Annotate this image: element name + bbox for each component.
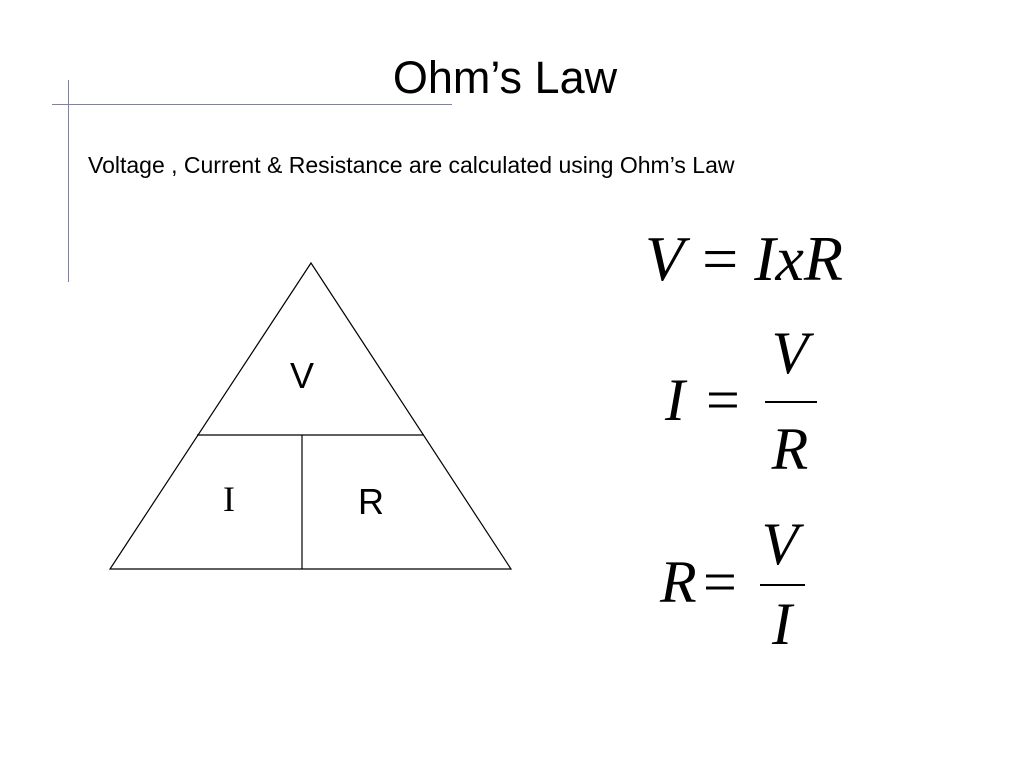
formula-current-denominator: R	[771, 416, 809, 482]
decorative-vertical-line	[68, 80, 69, 282]
formula-current-numerator: V	[771, 320, 809, 386]
formula-resistance-denominator: I	[772, 591, 792, 657]
formula-resistance-numerator: V	[761, 511, 799, 577]
formula-current-fraction-bar	[765, 401, 817, 403]
slide-title: Ohm’s Law	[392, 52, 618, 103]
triangle-outline	[108, 261, 513, 570]
decorative-horizontal-line	[52, 104, 452, 105]
formula-voltage-lhs: V	[645, 223, 685, 294]
formula-current-equals: =	[706, 367, 740, 433]
formula-voltage-rhs: IxR	[754, 223, 843, 294]
formula-voltage: V=IxR	[645, 224, 843, 294]
triangle-label-voltage: V	[290, 355, 314, 396]
triangle-label-current: I	[223, 479, 235, 519]
formula-voltage-equals: =	[702, 223, 739, 294]
triangle-label-resistance: R	[358, 481, 384, 522]
slide-subtitle: Voltage , Current & Resistance are calcu…	[88, 152, 735, 178]
formula-resistance-lhs: R	[660, 549, 697, 615]
formula-resistance-fraction-bar	[760, 584, 805, 586]
formula-resistance-equals: =	[703, 549, 737, 615]
formula-current-lhs: I	[665, 367, 685, 433]
